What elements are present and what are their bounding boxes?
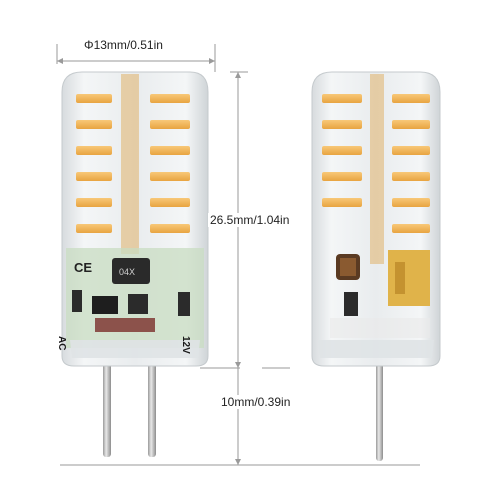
- diameter-label: Φ13mm/0.51in: [84, 38, 163, 52]
- pin-length-label: 10mm/0.39in: [219, 395, 293, 409]
- pcb-ac-marking: AC: [56, 336, 67, 351]
- pcb-12v-marking: 12V: [180, 336, 191, 354]
- left-pin-2: [148, 355, 156, 457]
- left-bulb: CE 04X: [61, 71, 209, 457]
- left-chip: [112, 258, 150, 284]
- right-led-array: [322, 94, 430, 233]
- ce-mark: CE: [74, 260, 92, 275]
- right-pin: [376, 355, 383, 461]
- height-label: 26.5mm/1.04in: [208, 213, 292, 227]
- dimension-arrows: [57, 58, 241, 465]
- svg-text:04X: 04X: [119, 267, 135, 277]
- right-capacitor: [388, 250, 430, 306]
- left-led-array: [76, 94, 190, 233]
- left-pin-1: [103, 355, 111, 457]
- right-bulb: [311, 71, 441, 461]
